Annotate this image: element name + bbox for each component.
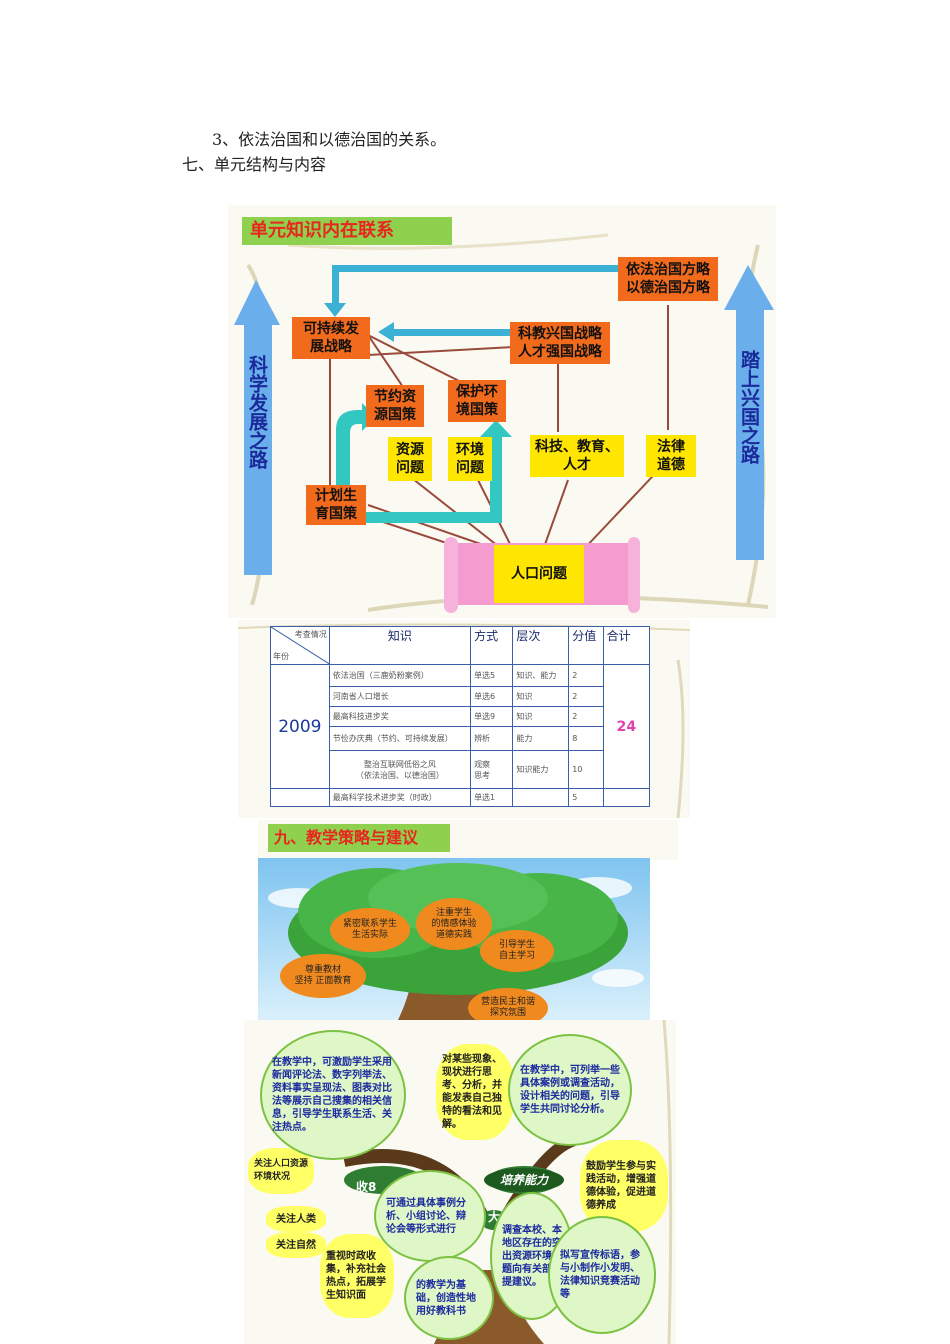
node-population-problem: 人口问题 [494, 545, 584, 603]
table-cell-score: 10 [569, 751, 603, 789]
total-cell: 24 [603, 665, 649, 789]
table-cell-knowledge: 最高科技进步奖 [329, 707, 470, 727]
green-bubble-case-study: 在教学中，可列举一些具体案例或调查活动，设计相关的问题，引导学生共同讨论分析。 [508, 1034, 632, 1146]
tree-oval-textbook: 尊重教材 坚持 正面教育 [280, 954, 366, 998]
table-cell-knowledge: 依法治国（三鹿奶粉案例） [329, 665, 470, 687]
teaching-mindmap: 培养能力 收8 大 可 对某些现象、现状进行思考、分析，并能发表自己独特的看法和… [244, 1020, 676, 1344]
node-save-resources: 节约资 源国策 [366, 385, 424, 427]
table-cell-knowledge: 最高科学技术进步奖（时政） [329, 789, 470, 807]
yellow-bubble-think: 对某些现象、现状进行思考、分析，并能发表自己独特的看法和见解。 [436, 1044, 514, 1140]
node-law-morality: 法律 道德 [646, 435, 696, 477]
table-cell-total-empty [603, 789, 649, 807]
table-cell-level: 知识能力 [513, 751, 569, 789]
yellow-bubble-humanity: 关注人类 [266, 1206, 326, 1232]
year-cell: 2009 [271, 665, 330, 789]
table-cell-level: 能力 [513, 727, 569, 751]
tree-oval-democracy: 营造民主和谐 探究氛围 [468, 988, 548, 1020]
node-environment-problem: 环境 问题 [448, 437, 492, 481]
table-cell-level: 知识、能力 [513, 665, 569, 687]
label-collect: 收8 [356, 1178, 376, 1195]
table-cell-method: 辨析 [471, 727, 513, 751]
corner-label-top: 考查情况 [295, 629, 327, 640]
header-method: 方式 [471, 627, 513, 665]
table-corner-cell: 考查情况 年份 [271, 627, 330, 665]
scroll-left-roll [444, 537, 458, 613]
node-resource-problem: 资源 问题 [388, 437, 432, 481]
section-heading-seven: 七、单元结构与内容 [182, 151, 326, 175]
table-cell-method: 单选5 [471, 665, 513, 687]
scroll-right-roll [628, 537, 640, 613]
table-cell-knowledge: 节俭办庆典（节约、可持续发展） [329, 727, 470, 751]
header-total: 合计 [603, 627, 649, 665]
table-cell-score: 5 [569, 789, 603, 807]
tree-oval-life: 紧密联系学生 生活实际 [330, 908, 410, 952]
node-sci-edu-talent: 科技、教育、 人才 [530, 435, 624, 477]
table-cell-method: 单选9 [471, 707, 513, 727]
left-arrow-label: 科学发展之路 [246, 355, 268, 469]
tree-oval-emotion: 注重学生 的情感体验 道德实践 [416, 898, 492, 950]
strategy-title: 九、教学策略与建议 [268, 824, 450, 852]
table-cell-score: 8 [569, 727, 603, 751]
yellow-bubble-nature: 关注自然 [266, 1232, 326, 1258]
right-arrow-label: 踏上兴国之路 [738, 350, 760, 464]
corner-label-bottom: 年份 [273, 651, 289, 662]
document-line-1: 3、依法治国和以德治国的关系。 [212, 126, 446, 150]
green-bubble-textbook: 的教学为基础，创造性地用好教科书 [404, 1256, 494, 1340]
node-sustainable-development: 可持续发 展战略 [292, 317, 370, 359]
label-cultivate-ability: 培养能力 [484, 1168, 564, 1192]
yellow-bubble-current-affairs: 重视时政收集，补充社会热点，拓展学生知识面 [320, 1234, 394, 1318]
table-cell-score: 2 [569, 665, 603, 687]
tree-oval-autonomy: 引导学生 自主学习 [480, 930, 554, 972]
green-bubble-slogans: 拟写宣传标语，参与小制作小发明、法律知识竞赛活动等 [548, 1216, 656, 1334]
table-cell-knowledge: 整治互联网低俗之风 （依法治国、以德治国） [329, 751, 470, 789]
table-cell-score: 2 [569, 687, 603, 707]
table-cell-year-empty [271, 789, 330, 807]
table-cell-level: 知识 [513, 707, 569, 727]
node-rule-of-law: 依法治国方略 以德治国方略 [618, 257, 718, 301]
header-knowledge: 知识 [329, 627, 470, 665]
table-cell-method: 观察 思考 [471, 751, 513, 789]
header-score: 分值 [569, 627, 603, 665]
table-cell-method: 单选1 [471, 789, 513, 807]
teaching-strategy-tree: 紧密联系学生 生活实际 注重学生 的情感体验 道德实践 引导学生 自主学习 尊重… [258, 858, 650, 1020]
table-cell-level: 知识 [513, 687, 569, 707]
header-level: 层次 [513, 627, 569, 665]
table-cell-method: 单选6 [471, 687, 513, 707]
node-science-education: 科教兴国战略 人才强国战略 [510, 322, 610, 364]
diagram-title: 单元知识内在联系 [242, 217, 452, 245]
green-bubble-discussion: 可通过具体事例分析、小组讨论、辩论会等形式进行 [374, 1170, 486, 1262]
exam-statistics-table: 考查情况 年份 知识 方式 层次 分值 合计 2009 依法治国（三鹿奶粉案例）… [270, 626, 650, 807]
table-cell-level [513, 789, 569, 807]
table-cell-score: 2 [569, 707, 603, 727]
node-family-planning: 计划生 育国策 [306, 485, 366, 525]
node-protect-environment: 保护环 境国策 [448, 380, 506, 422]
green-bubble-news-methods: 在教学中，可激励学生采用新闻评论法、数字列举法、资料事实呈现法、图表对比法等展示… [260, 1030, 406, 1160]
table-cell-knowledge: 河南省人口增长 [329, 687, 470, 707]
knowledge-diagram: 单元知识内在联系 科学发展之路 踏上兴国之路 依法治国方略 以德治国方略 可持续… [228, 205, 776, 618]
exam-table-image: 考查情况 年份 知识 方式 层次 分值 合计 2009 依法治国（三鹿奶粉案例）… [238, 620, 690, 818]
